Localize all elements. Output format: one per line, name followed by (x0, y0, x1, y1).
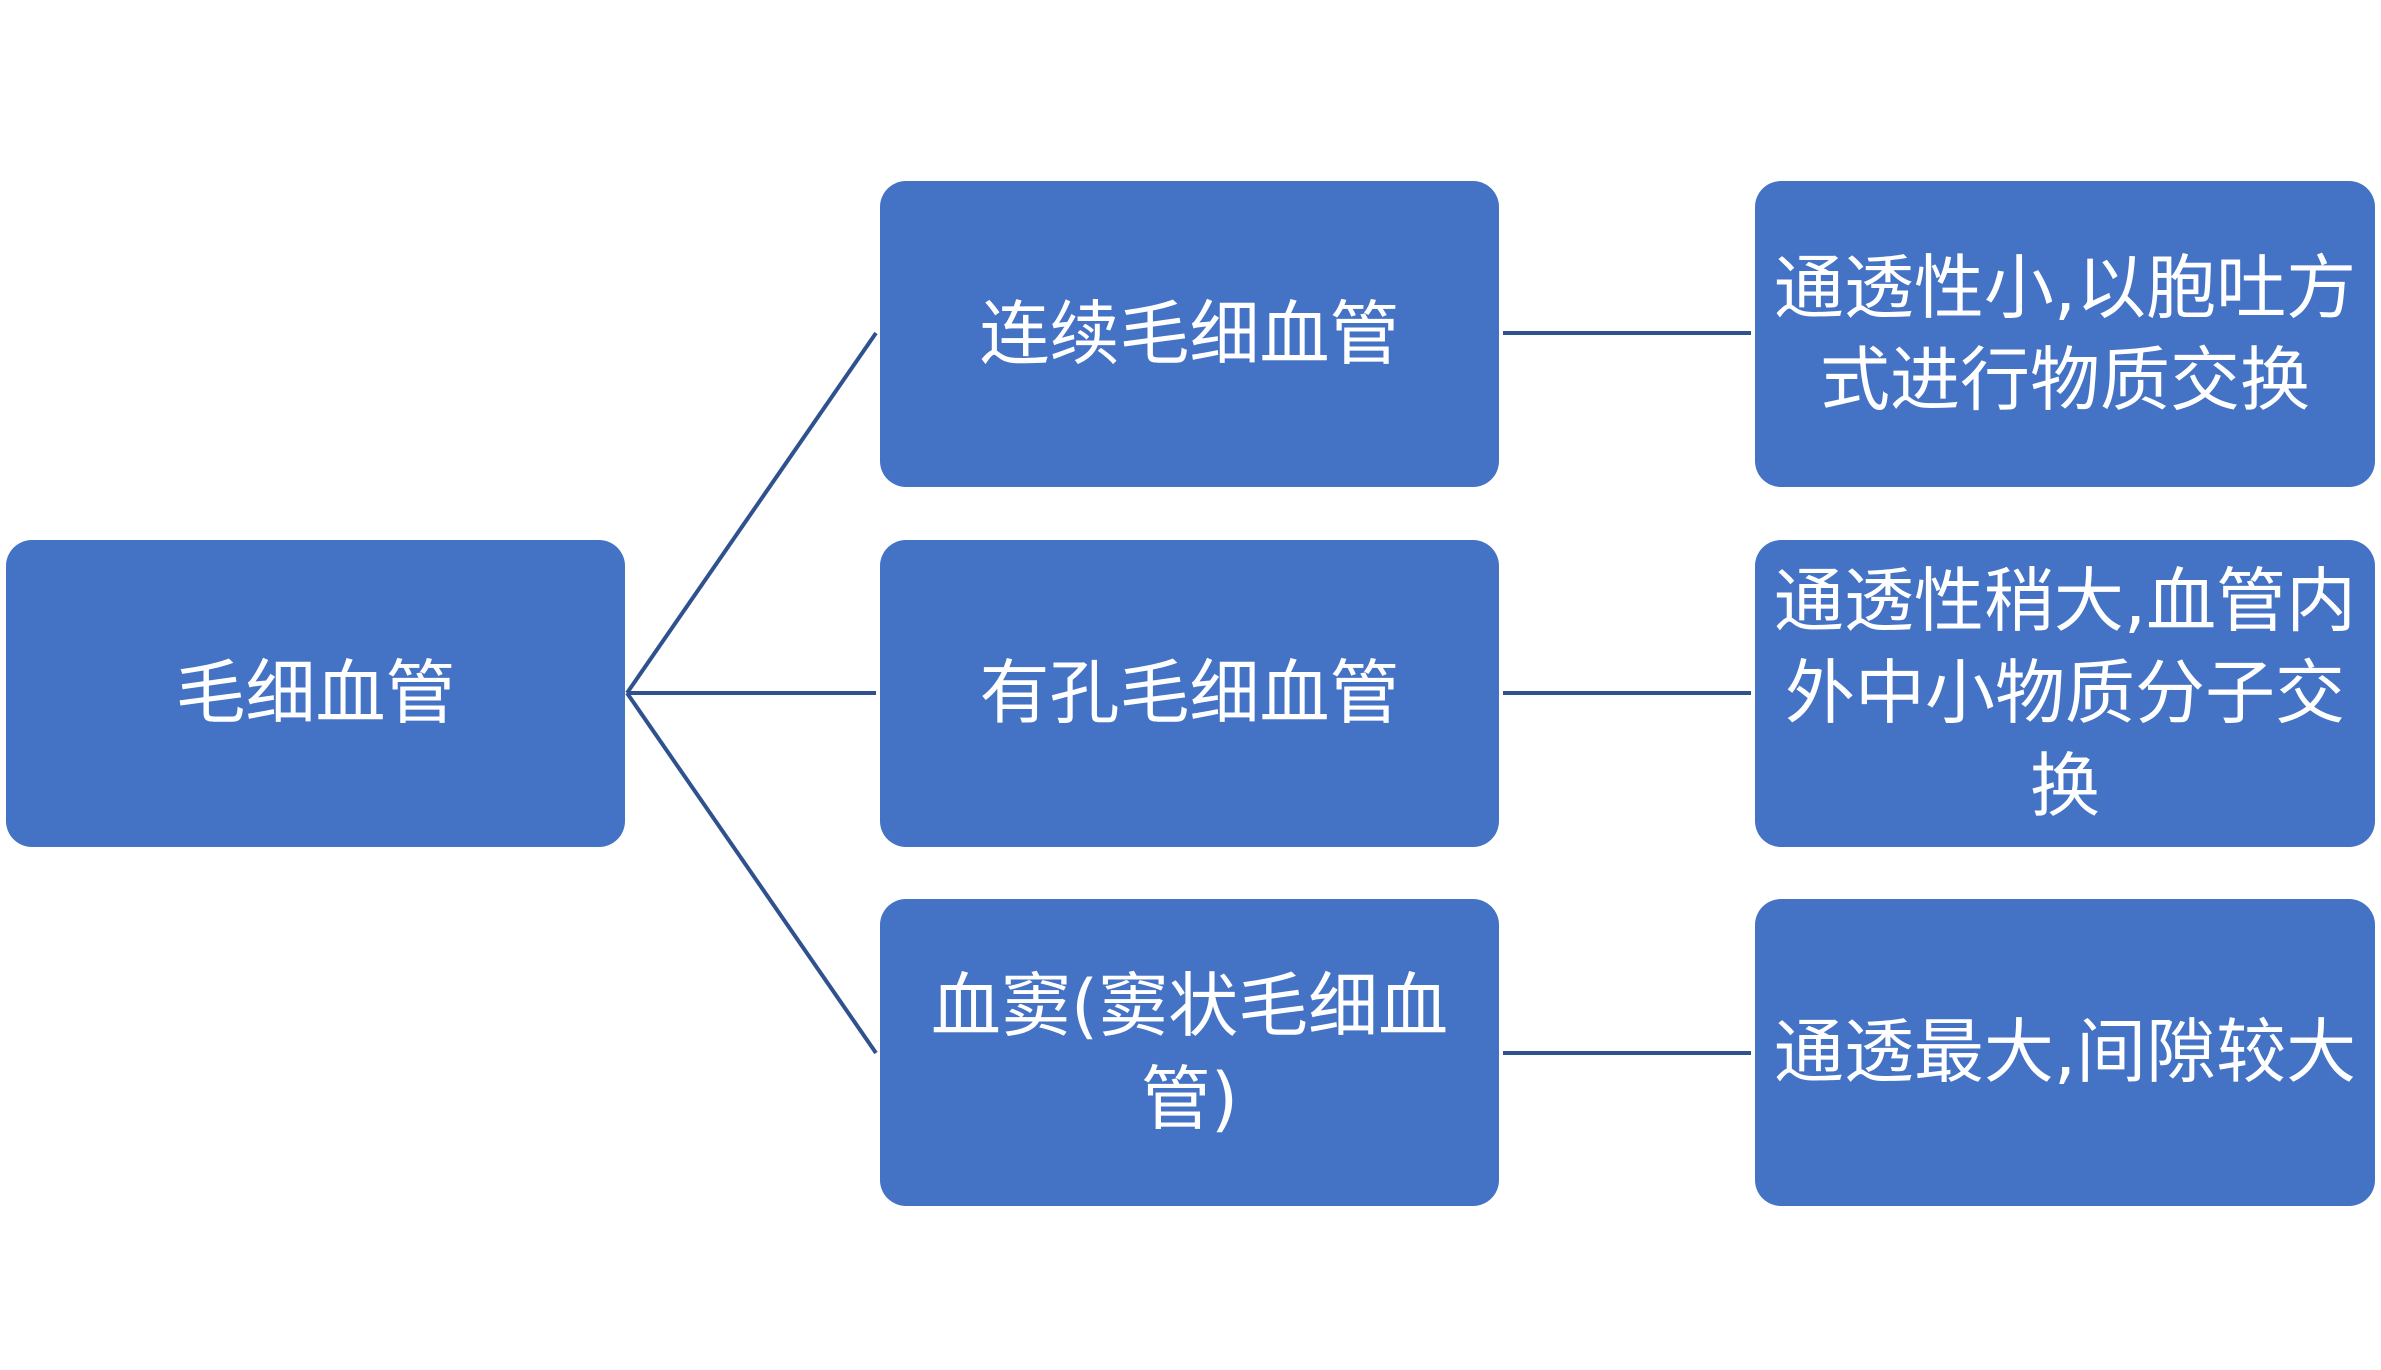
connector-root-to-continuous (625, 331, 878, 695)
description-node-continuous: 通透性小,以胞吐方式进行物质交换 (1755, 181, 2375, 487)
type-node-continuous-capillary: 连续毛细血管 (880, 181, 1499, 487)
description-text: 通透性小,以胞吐方式进行物质交换 (1773, 246, 2357, 421)
type-node-fenestrated-capillary: 有孔毛细血管 (880, 540, 1499, 847)
type-node-label: 血窦(窦状毛细血管) (930, 965, 1449, 1140)
type-node-label: 连续毛细血管 (979, 292, 1400, 375)
type-node-sinusoid: 血窦(窦状毛细血管) (880, 899, 1499, 1206)
root-node-label: 毛细血管 (175, 652, 456, 735)
connector-root-to-sinusoid (625, 691, 878, 1055)
description-text: 通透最大,间隙较大 (1773, 1011, 2357, 1094)
description-node-sinusoid: 通透最大,间隙较大 (1755, 899, 2375, 1206)
description-node-fenestrated: 通透性稍大,血管内外中小物质分子交换 (1755, 540, 2375, 847)
root-node-capillary: 毛细血管 (6, 540, 625, 847)
type-node-label: 有孔毛细血管 (979, 652, 1400, 735)
description-text: 通透性稍大,血管内外中小物质分子交换 (1773, 559, 2357, 827)
